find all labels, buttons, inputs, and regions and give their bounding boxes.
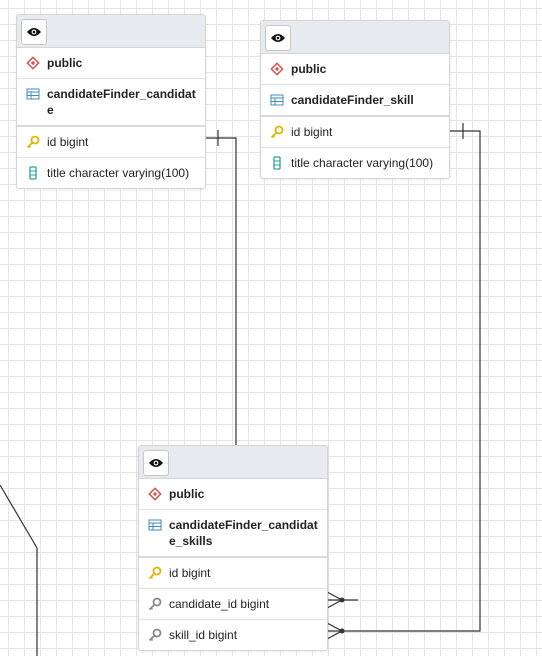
table-name: candidateFinder_skill [291, 93, 414, 107]
table-node-candidate-skills[interactable]: public candidateFinder_candidate_skills … [138, 445, 328, 651]
schema-row: public [17, 48, 205, 79]
foreign-key-icon [147, 596, 163, 612]
primary-key-icon [25, 134, 41, 150]
foreign-key-icon [147, 627, 163, 643]
column-row[interactable]: skill_id bigint [139, 620, 327, 650]
column-row[interactable]: id bigint [139, 558, 327, 589]
column-row[interactable]: candidate_id bigint [139, 589, 327, 620]
schema-icon [269, 61, 285, 77]
column-row[interactable]: title character varying(100) [17, 158, 205, 188]
eye-icon[interactable] [143, 450, 169, 476]
node-header [139, 446, 327, 479]
column-type: bigint [303, 125, 333, 139]
column-row[interactable]: id bigint [261, 117, 449, 148]
column-row[interactable]: title character varying(100) [261, 148, 449, 178]
schema-row: public [261, 54, 449, 85]
schema-name: public [169, 487, 205, 501]
column-name: candidate_id [169, 597, 238, 611]
column-type: bigint [208, 628, 238, 642]
schema-name: public [291, 62, 327, 76]
table-name: candidateFinder_candidate_skills [169, 518, 318, 548]
column-name: title [47, 166, 66, 180]
column-type: bigint [181, 566, 211, 580]
schema-icon [25, 55, 41, 71]
column-type: bigint [59, 135, 89, 149]
eye-icon[interactable] [265, 25, 291, 51]
column-type: character varying(100) [69, 166, 190, 180]
node-header [17, 15, 205, 48]
column-name: skill_id [169, 628, 206, 642]
column-name: id [169, 566, 179, 580]
eye-icon[interactable] [21, 19, 47, 45]
table-icon [269, 92, 285, 108]
column-type: character varying(100) [313, 156, 434, 170]
link-skill-to-candidate-skills[interactable] [327, 130, 481, 632]
offscreen-link [0, 484, 38, 656]
schema-icon [147, 486, 163, 502]
column-name: id [291, 125, 301, 139]
table-icon [25, 86, 41, 102]
table-name-row: candidateFinder_candidate [17, 79, 205, 127]
column-name: id [47, 135, 57, 149]
link-candidate-to-candidate-skills[interactable] [205, 137, 237, 446]
schema-name: public [47, 56, 83, 70]
table-icon [147, 517, 163, 533]
schema-row: public [139, 479, 327, 510]
column-icon [269, 155, 285, 171]
primary-key-icon [269, 124, 285, 140]
column-name: title [291, 156, 310, 170]
table-node-skill[interactable]: public candidateFinder_skill id bigint t… [260, 20, 450, 179]
column-row[interactable]: id bigint [17, 127, 205, 158]
primary-key-icon [147, 565, 163, 581]
column-icon [25, 165, 41, 181]
table-name: candidateFinder_candidate [47, 87, 196, 117]
column-type: bigint [240, 597, 270, 611]
node-header [261, 21, 449, 54]
table-name-row: candidateFinder_candidate_skills [139, 510, 327, 558]
table-node-candidate[interactable]: public candidateFinder_candidate id bigi… [16, 14, 206, 189]
table-name-row: candidateFinder_skill [261, 85, 449, 117]
